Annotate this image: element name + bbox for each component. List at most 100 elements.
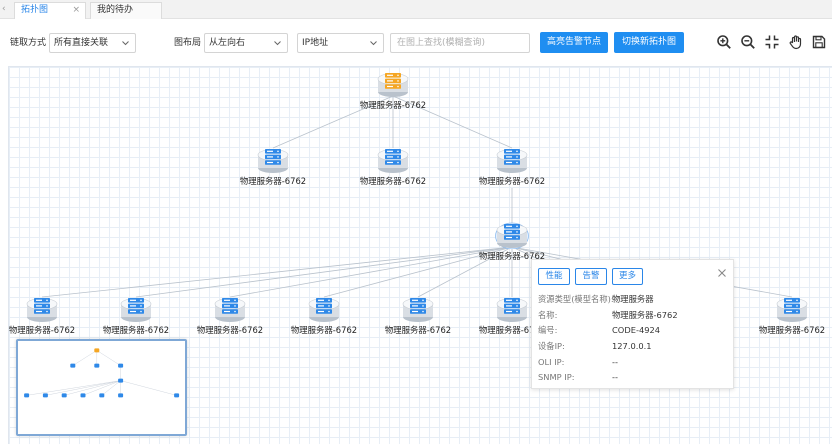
info-key: 资源类型(模型名称): (538, 294, 614, 304)
node-label: 物理服务器-6762 (196, 325, 264, 335)
info-value: -- (612, 372, 618, 382)
node-label: 物理服务器-6762 (384, 325, 452, 335)
minimap-node (94, 348, 100, 353)
server-icon (214, 298, 246, 322)
minimap-node (80, 393, 86, 398)
server-icon (496, 298, 528, 322)
info-key: 名称: (538, 310, 558, 320)
topology-node[interactable]: 物理服务器-6762 (9, 296, 82, 338)
minimap-edge (101, 380, 121, 396)
topology-edge (323, 246, 513, 298)
topology-node[interactable]: 物理服务器-6762 (190, 296, 270, 338)
server-icon (257, 149, 289, 173)
minimap-edge (64, 380, 121, 396)
minimap-edge (82, 380, 121, 396)
fetch-mode-value: 所有直接关联 (54, 38, 109, 48)
info-value: CODE-4924 (612, 325, 661, 335)
hand-pan-icon[interactable] (788, 34, 804, 50)
minimap[interactable] (16, 339, 187, 436)
info-row-oli-ip: OLI IP: -- (538, 356, 733, 368)
server-icon (120, 298, 152, 322)
topology-node[interactable]: 物理服务器-6762 (284, 296, 364, 338)
server-icon (496, 149, 528, 173)
info-row-name: 名称: 物理服务器-6762 (538, 309, 733, 321)
more-button[interactable]: 更多 (612, 268, 643, 285)
graph-search-input[interactable] (390, 33, 530, 53)
minimap-node (118, 363, 124, 368)
fit-screen-icon[interactable] (764, 34, 780, 50)
info-key: 编号: (538, 325, 558, 335)
tab-bar: ‹ 拓扑图 × 我的待办 (0, 0, 832, 19)
minimap-edge (45, 380, 121, 396)
minimap-node (174, 393, 180, 398)
topology-edge (392, 95, 513, 149)
topology-node[interactable]: 物理服务器-6762 (233, 147, 313, 189)
minimap-edge (72, 350, 97, 366)
fetch-mode-select[interactable]: 所有直接关联 (49, 33, 136, 53)
server-icon (377, 149, 409, 173)
minimap-edge (96, 350, 121, 366)
highlight-alarm-button[interactable]: 高亮告警节点 (540, 32, 608, 53)
node-label: 物理服务器-6762 (478, 176, 546, 186)
tab-close-icon[interactable]: × (72, 5, 80, 15)
minimap-node (118, 378, 124, 383)
minimap-node (94, 363, 100, 368)
server-icon (495, 222, 529, 249)
close-icon[interactable] (717, 268, 727, 278)
info-row-resource-type: 资源类型(模型名称): 物理服务器 (538, 293, 733, 305)
server-icon (402, 298, 434, 322)
topology-edge (41, 246, 513, 298)
node-label: 物理服务器-6762 (478, 325, 546, 335)
node-label: 物理服务器-6762 (8, 325, 76, 335)
chevron-down-icon (274, 41, 281, 46)
save-icon[interactable] (812, 34, 826, 50)
chevron-down-icon (122, 41, 129, 46)
topology-node[interactable]: 物理服务器-6762 (752, 296, 832, 338)
node-label: 物理服务器-6762 (102, 325, 170, 335)
topology-node[interactable]: 物理服务器-6762 (472, 147, 552, 189)
minimap-node (99, 393, 105, 398)
ip-type-value: IP地址 (302, 38, 329, 48)
topology-node[interactable]: 物理服务器-6762 (353, 147, 433, 189)
ip-type-select[interactable]: IP地址 (297, 33, 384, 53)
server-icon (308, 298, 340, 322)
toolbar: 链取方式 所有直接关联 图布局 从左向右 IP地址 高亮告警节点 切换新拓扑图 (0, 19, 832, 65)
topology-node-selected[interactable]: 物理服务器-6762 (472, 222, 552, 264)
info-value: 127.0.0.1 (612, 341, 652, 351)
topology-edge (272, 95, 394, 149)
minimap-edge (120, 380, 177, 396)
node-label: 物理服务器-6762 (239, 176, 307, 186)
topology-node[interactable]: 物理服务器-6762 (378, 296, 458, 338)
tab-my-todo[interactable]: 我的待办 (90, 2, 162, 19)
node-label: 物理服务器-6762 (478, 251, 546, 261)
info-row-code: 编号: CODE-4924 (538, 324, 733, 336)
topology-node-root[interactable]: 物理服务器-6762 (353, 71, 433, 113)
topology-edge (229, 246, 513, 298)
minimap-node (61, 393, 67, 398)
topology-node[interactable]: 物理服务器-6762 (472, 296, 552, 338)
zoom-out-icon[interactable] (740, 34, 756, 50)
minimap-edge (26, 380, 121, 396)
layout-label: 图布局 (174, 38, 202, 48)
minimap-node (118, 393, 124, 398)
alarm-button[interactable]: 告警 (575, 268, 607, 285)
info-key: SNMP IP: (538, 372, 575, 382)
topology-node[interactable]: 物理服务器-6762 (96, 296, 176, 338)
tab-scroll-left-icon[interactable]: ‹ (2, 4, 6, 14)
switch-topology-button[interactable]: 切换新拓扑图 (614, 32, 684, 53)
tab-topology[interactable]: 拓扑图 × (14, 2, 86, 19)
performance-button[interactable]: 性能 (538, 268, 570, 285)
minimap-node (24, 393, 30, 398)
minimap-node (70, 363, 76, 368)
tab-topology-label: 拓扑图 (21, 5, 49, 15)
node-label: 物理服务器-6762 (758, 325, 826, 335)
fetch-mode-label: 链取方式 (10, 38, 47, 48)
node-label: 物理服务器-6762 (359, 100, 427, 110)
zoom-in-icon[interactable] (716, 34, 732, 50)
info-value: -- (612, 357, 618, 367)
layout-select[interactable]: 从左向右 (204, 33, 288, 53)
server-icon (26, 298, 58, 322)
topology-edge (417, 246, 513, 298)
node-label: 物理服务器-6762 (290, 325, 358, 335)
info-key: 设备IP: (538, 341, 565, 351)
